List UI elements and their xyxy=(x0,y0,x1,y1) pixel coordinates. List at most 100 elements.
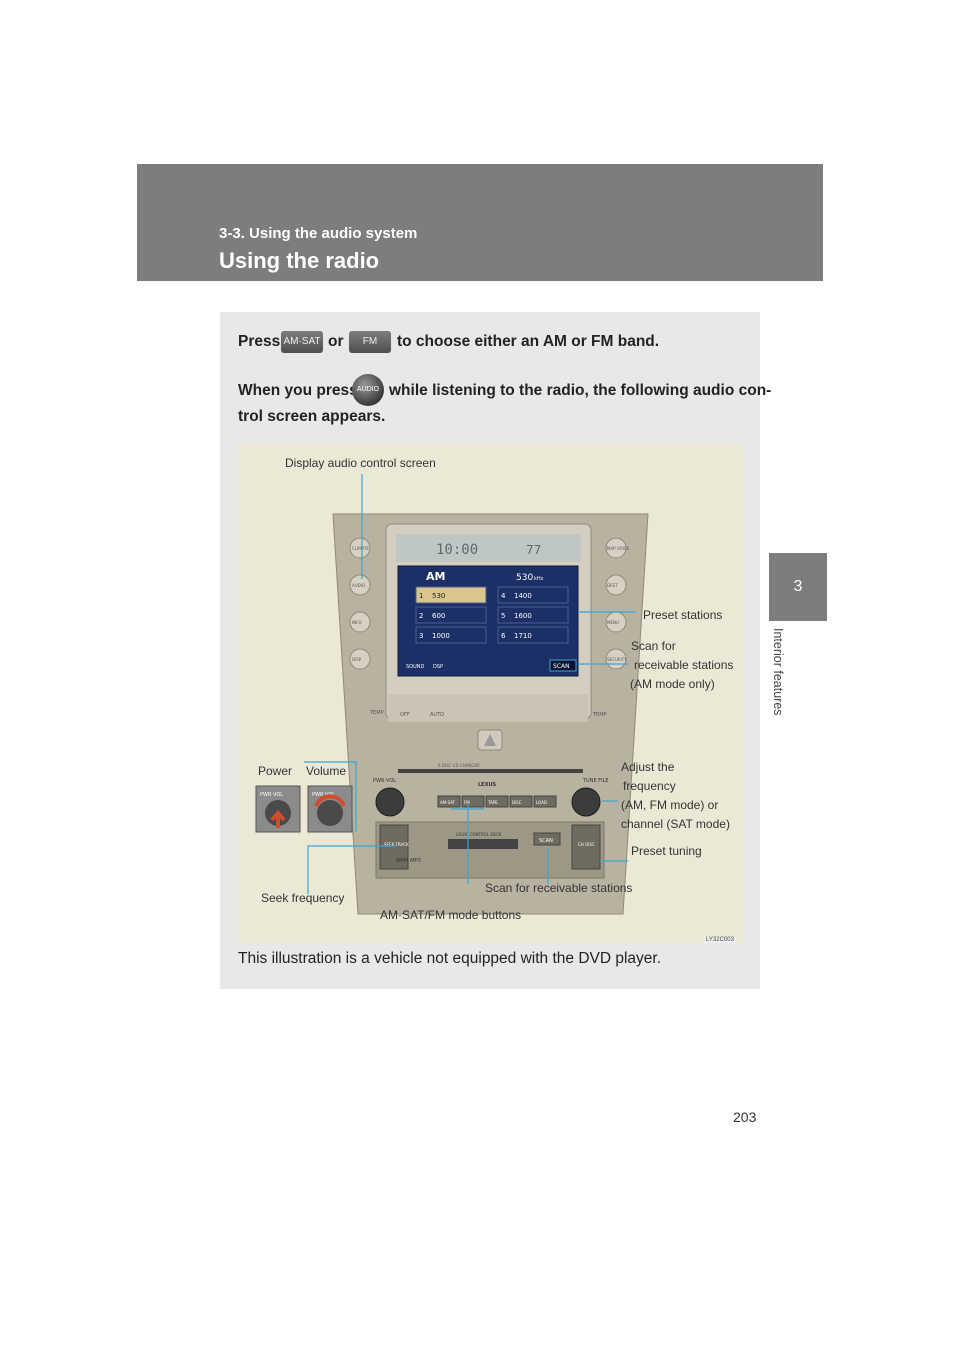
ch-disc-key: CH DISC xyxy=(578,842,595,847)
left-button-1-label: AUDIO xyxy=(352,583,365,588)
changer-label: 6 DISC CD CHANGER xyxy=(438,763,480,768)
climate-auto-label: AUTO xyxy=(430,712,444,718)
right-console-buttons: MAP VOICE DEST MENU SECURITY xyxy=(605,537,630,670)
callout-scan-receivable: Scan for receivable stations xyxy=(485,881,633,895)
preset-1-box xyxy=(415,586,487,604)
left-button-3 xyxy=(349,648,371,670)
climate-off-label: OFF xyxy=(400,712,410,718)
scan-screen-button: SCAN xyxy=(553,663,570,670)
or-label: or xyxy=(328,333,344,350)
illustration-code: LY32C003 xyxy=(704,937,736,943)
preset-4-number: 4 xyxy=(501,592,506,600)
callout-channel-sat: channel (SAT mode) xyxy=(621,817,730,831)
preset-4-box xyxy=(497,586,569,604)
mode-key-0 xyxy=(437,795,461,808)
right-button-1 xyxy=(605,574,627,596)
mode-key-row: AM·SAT FM TAPE DISC LOAD xyxy=(437,795,557,808)
band-readout: AM xyxy=(426,570,445,583)
preset-6-box xyxy=(497,626,569,644)
logic-deck-label: LOGIC CONTROL DECK xyxy=(456,832,502,837)
brand-label: LEXUS xyxy=(478,782,497,788)
preset-5-number: 5 xyxy=(501,612,505,620)
right-temp-label: TEMP xyxy=(592,712,607,718)
left-button-0 xyxy=(349,537,371,559)
screen-appears-text: trol screen appears. xyxy=(238,408,386,425)
mode-key-0-label: AM·SAT xyxy=(440,800,455,805)
callout-receivable-stations: receivable stations xyxy=(634,658,734,672)
right-button-1-label: DEST xyxy=(607,583,618,588)
mode-key-3-label: DISC xyxy=(512,800,522,805)
choose-band-text: to choose either an AM or FM band. xyxy=(397,333,660,350)
callout-lines xyxy=(304,474,636,894)
callout-power: Power xyxy=(258,764,293,778)
preset-2-frequency: 600 xyxy=(432,612,445,620)
sound-key: SOUND xyxy=(406,664,425,670)
chapter-tab[interactable]: 3 xyxy=(769,553,827,621)
fm-button-icon: FM xyxy=(349,331,391,353)
left-button-1 xyxy=(349,574,371,596)
clock-readout: 10:00 xyxy=(436,542,478,558)
right-button-2-label: MENU xyxy=(607,620,619,625)
mode-key-1 xyxy=(461,795,485,808)
left-button-3-label: DISP xyxy=(352,657,362,662)
left-button-2-label: INFO xyxy=(352,620,362,625)
preset-6-frequency: 1710 xyxy=(514,632,532,640)
callout-am-mode-only: (AM mode only) xyxy=(630,677,715,691)
audio-button-icon: AUDIO xyxy=(352,374,384,406)
callout-adjust-the: Adjust the xyxy=(621,760,675,774)
audio-panel-illustration: 10:00 77 AM 530 kHz 1 530 2 600 3 1000 4 1400 5 1… xyxy=(238,444,742,942)
callout-preset-stations: Preset stations xyxy=(643,608,723,622)
power-inset-label: PWR VOL xyxy=(260,792,283,798)
mode-key-3 xyxy=(509,795,533,808)
mode-key-1-label: FM xyxy=(464,800,470,805)
chapter-tab-label: Interior features xyxy=(771,628,785,716)
pwr-vol-knob xyxy=(375,787,405,817)
temp-readout: 77 xyxy=(526,543,541,557)
mode-key-4-label: LOAD xyxy=(536,800,547,805)
preset-1-highlight xyxy=(416,587,486,603)
freq-readout: 530 xyxy=(516,573,533,583)
freq-unit: kHz xyxy=(534,576,544,582)
dsp-key: DSP xyxy=(433,664,443,670)
mode-key-2-label: TAPE xyxy=(487,800,498,805)
callout-display-audio: Display audio control screen xyxy=(285,456,436,470)
wma-mp3-label: WMA MP3 xyxy=(396,858,421,864)
preset-1-frequency: 530 xyxy=(432,592,445,600)
tune-file-knob xyxy=(571,787,601,817)
mode-key-2 xyxy=(485,795,509,808)
left-button-2 xyxy=(349,611,371,633)
callout-am-fm-mode: (AM, FM mode) or xyxy=(621,798,719,812)
callout-frequency: frequency xyxy=(623,779,676,793)
preset-3-number: 3 xyxy=(419,632,423,640)
callout-scan-for: Scan for xyxy=(631,639,676,653)
pwr-vol-label: PWR·VOL xyxy=(373,778,396,784)
volume-inset-label: PWR VOL xyxy=(312,792,335,798)
callout-mode-buttons: AM·SAT/FM mode buttons xyxy=(380,908,522,922)
preset-2-number: 2 xyxy=(419,612,423,620)
preset-1-number: 1 xyxy=(419,592,423,600)
while-listening-text: while listening to the radio, the follow… xyxy=(389,382,772,399)
callout-seek-frequency: Seek frequency xyxy=(261,891,345,905)
callout-preset-tuning: Preset tuning xyxy=(631,844,702,858)
left-button-0-label: CLIMATE xyxy=(352,546,370,551)
preset-4-frequency: 1400 xyxy=(514,592,532,600)
mode-key-4 xyxy=(533,795,557,808)
tune-file-label: TUNE FILE xyxy=(582,778,609,784)
amsat-button-icon: AM·SAT xyxy=(281,331,323,353)
when-you-press-text: When you press xyxy=(238,382,358,399)
preset-6-number: 6 xyxy=(501,632,506,640)
scan-deck-key: SCAN xyxy=(539,838,553,844)
section-heading: 3-3. Using the audio system xyxy=(219,225,418,242)
preset-3-frequency: 1000 xyxy=(432,632,450,640)
page-title: Using the radio xyxy=(219,248,380,273)
console-drawing: 10:00 77 AM 530 kHz 1 530 2 600 3 1000 4 1400 5 1… xyxy=(255,474,649,915)
right-button-0-label: MAP VOICE xyxy=(607,546,630,551)
right-button-3-label: SECURITY xyxy=(607,657,627,662)
page-number: 203 xyxy=(733,1109,757,1125)
left-temp-label: TEMP xyxy=(369,710,384,716)
right-button-0 xyxy=(605,537,627,559)
seek-track-key: SEEK TRACK xyxy=(384,842,409,847)
left-console-buttons: CLIMATE AUDIO INFO DISP xyxy=(349,537,371,670)
preset-3-box xyxy=(415,626,487,644)
